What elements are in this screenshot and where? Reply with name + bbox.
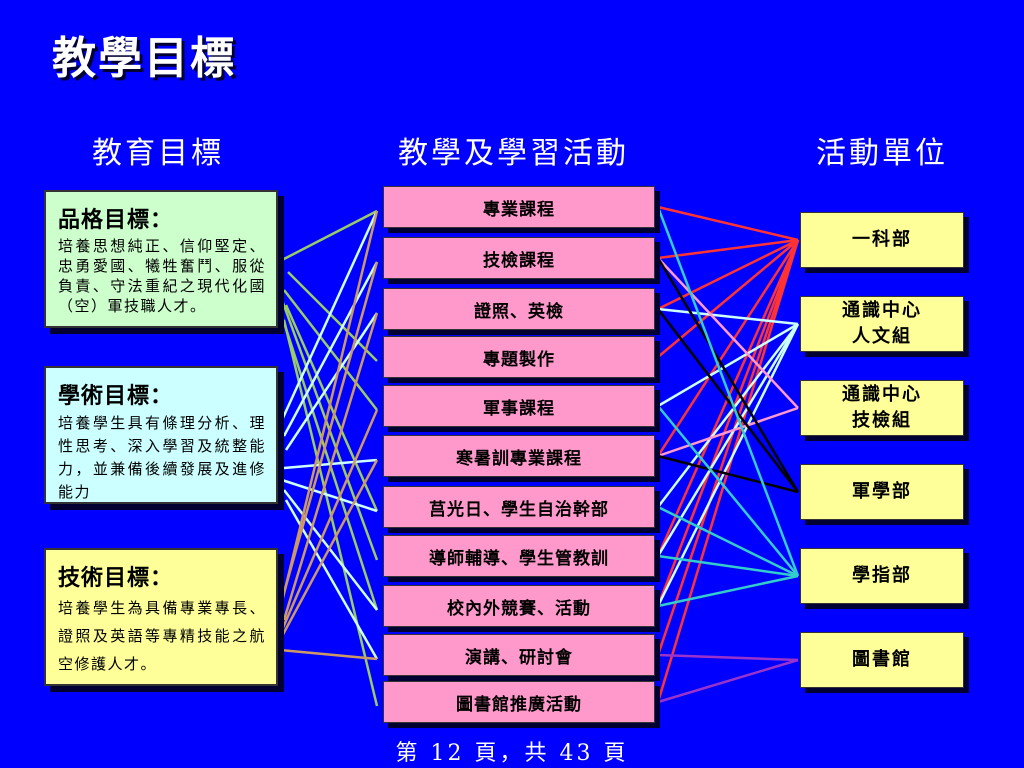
activity-box: 證照、英檢 bbox=[383, 288, 655, 330]
activity-unit-link bbox=[657, 406, 799, 458]
activity-box: 專業課程 bbox=[383, 186, 655, 228]
activity-box: 莒光日、學生自治幹部 bbox=[383, 486, 655, 528]
goal-title: 技術目標： bbox=[58, 565, 174, 591]
activity-box: 校內外競賽、活動 bbox=[383, 585, 655, 627]
header-units: 活動單位 bbox=[816, 136, 948, 171]
goal-box-character: 品格目標： 培養思想純正、信仰堅定、忠勇愛國、犧牲奮鬥、服從負責、守法重紀之現代… bbox=[44, 190, 278, 328]
activity-unit-link bbox=[656, 239, 800, 457]
activity-unit-link bbox=[656, 239, 800, 607]
activity-box: 專題製作 bbox=[383, 336, 655, 378]
goal-activity-link bbox=[278, 459, 379, 641]
header-activities: 教學及學習活動 bbox=[398, 136, 629, 171]
activity-box: 圖書館推廣活動 bbox=[383, 681, 655, 723]
unit-box: 軍學部 bbox=[800, 464, 964, 520]
goal-description: 培養思想純正、信仰堅定、忠勇愛國、犧牲奮鬥、服從負責、守法重紀之現代化國（空）軍… bbox=[58, 237, 266, 315]
header-goals: 教育目標 bbox=[92, 136, 224, 171]
activity-box: 技檢課程 bbox=[383, 237, 655, 279]
goal-activity-link bbox=[281, 209, 378, 262]
activity-unit-link bbox=[657, 454, 799, 494]
activity-unit-link bbox=[657, 653, 799, 662]
unit-box: 通識中心 技檢組 bbox=[800, 380, 964, 436]
goal-activity-link bbox=[284, 312, 379, 451]
activity-unit-link bbox=[657, 238, 799, 260]
goal-activity-link bbox=[283, 489, 378, 611]
activity-unit-link bbox=[656, 239, 800, 557]
goal-activity-link bbox=[287, 271, 378, 362]
goal-description: 培養學生為具備專業專長、證照及英語等專精技能之航空修護人才。 bbox=[58, 599, 266, 673]
activity-unit-link bbox=[656, 257, 800, 493]
activity-unit-link bbox=[656, 239, 800, 703]
activity-unit-link bbox=[656, 239, 800, 656]
goal-title: 品格目標： bbox=[58, 207, 174, 233]
activity-unit-link bbox=[657, 322, 799, 408]
goal-title: 學術目標： bbox=[58, 383, 174, 409]
goal-activity-link bbox=[278, 309, 379, 611]
activity-box: 寒暑訓專業課程 bbox=[383, 435, 655, 477]
goal-activity-link bbox=[284, 304, 379, 512]
unit-box: 學指部 bbox=[800, 548, 964, 604]
goal-activity-link bbox=[280, 210, 379, 421]
activity-unit-link bbox=[657, 308, 799, 493]
activity-unit-link bbox=[657, 257, 799, 409]
unit-box: 一科部 bbox=[800, 212, 964, 268]
activity-unit-link bbox=[657, 405, 799, 577]
goal-activity-link bbox=[282, 319, 379, 707]
goal-activity-link bbox=[282, 261, 379, 437]
activity-unit-link bbox=[657, 307, 799, 326]
goal-activity-link bbox=[279, 648, 378, 661]
activity-unit-link bbox=[657, 505, 799, 578]
goal-description: 培養學生具有條理分析、理性思考、深入學習及統整能力，並兼備後續發展及進修能力 bbox=[58, 414, 266, 501]
slide-title: 教學目標 bbox=[52, 33, 236, 84]
activity-box: 軍事課程 bbox=[383, 385, 655, 427]
activity-unit-link bbox=[657, 658, 799, 704]
goal-box-technical: 技術目標： 培養學生為具備專業專長、證照及英語等專精技能之航空修護人才。 bbox=[44, 548, 278, 686]
unit-box: 圖書館 bbox=[800, 632, 964, 688]
goal-activity-link bbox=[278, 210, 379, 611]
activity-box: 演講、研討會 bbox=[383, 634, 655, 676]
goal-activity-link bbox=[282, 312, 379, 621]
activity-unit-link bbox=[657, 574, 799, 608]
activity-unit-link bbox=[657, 205, 799, 242]
activity-unit-link bbox=[657, 323, 799, 508]
goal-activity-link bbox=[281, 478, 378, 513]
goal-box-academic: 學術目標： 培養學生具有條理分析、理性思考、深入學習及統整能力，並兼備後續發展及… bbox=[44, 366, 278, 504]
activity-box: 導師輔導、學生管教訓 bbox=[383, 535, 655, 577]
activity-unit-link bbox=[657, 554, 799, 578]
goal-activity-link bbox=[280, 261, 379, 601]
page-number: 第 12 頁，共 43 頁 bbox=[395, 741, 629, 766]
activity-unit-link bbox=[656, 206, 800, 577]
goal-activity-link bbox=[280, 409, 379, 631]
unit-box: 通識中心 人文組 bbox=[800, 296, 964, 352]
